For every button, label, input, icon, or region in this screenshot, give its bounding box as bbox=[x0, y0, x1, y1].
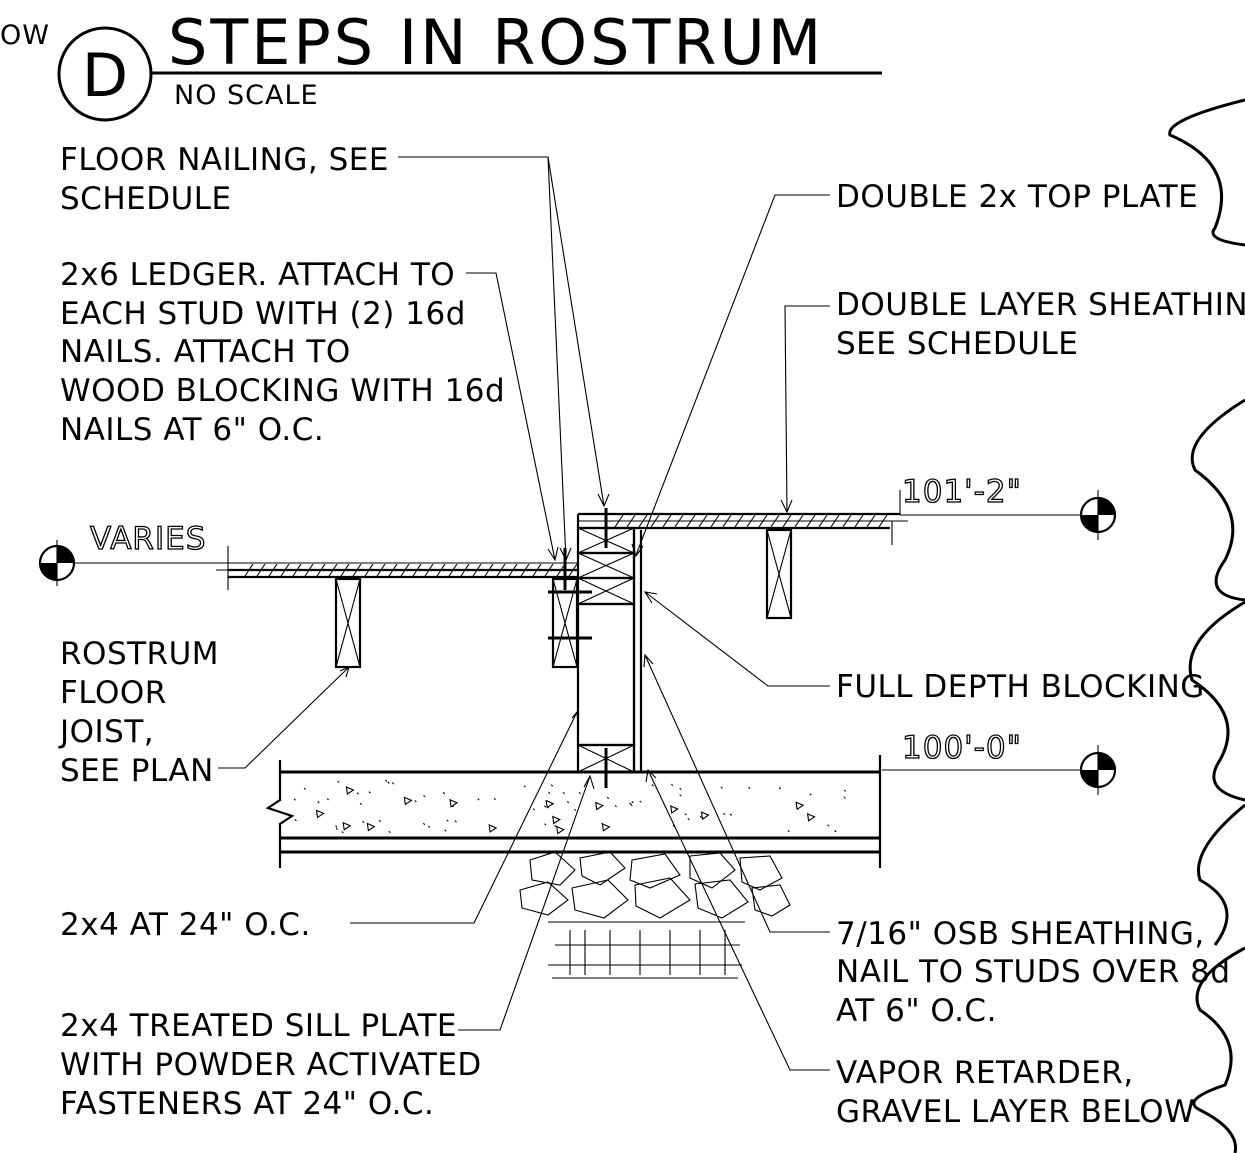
label-top-plate: DOUBLE 2x TOP PLATE bbox=[836, 179, 1198, 215]
svg-text:VAPOR RETARDER,: VAPOR RETARDER, bbox=[836, 1055, 1134, 1091]
upper-floor-sheathing bbox=[576, 512, 908, 545]
detail-marker-letter: D bbox=[82, 41, 128, 111]
svg-text:NAIL TO STUDS OVER 8d: NAIL TO STUDS OVER 8d bbox=[836, 954, 1231, 990]
leader-arrowheads bbox=[339, 493, 793, 790]
label-osb-sheathing: 7/16" OSB SHEATHING, NAIL TO STUDS OVER … bbox=[836, 916, 1231, 1029]
revision-cloud bbox=[1168, 98, 1245, 1153]
wall-stud bbox=[576, 602, 636, 747]
svg-text:2x4 AT 24" O.C.: 2x4 AT 24" O.C. bbox=[60, 907, 311, 943]
svg-text:SEE SCHEDULE: SEE SCHEDULE bbox=[836, 326, 1078, 362]
elevation-marker-varies: VARIES bbox=[38, 520, 555, 586]
elevation-marker-upper: 101'-2" bbox=[899, 473, 1117, 540]
label-sill-plate: 2x4 TREATED SILL PLATE WITH POWDER ACTIV… bbox=[60, 1008, 482, 1122]
label-vapor-retarder: VAPOR RETARDER, GRAVEL LAYER BELOW bbox=[836, 1055, 1195, 1130]
concrete-slab bbox=[265, 755, 882, 868]
svg-text:NAILS AT 6" O.C.: NAILS AT 6" O.C. bbox=[60, 412, 324, 448]
scale-note: NO SCALE bbox=[174, 80, 319, 111]
label-rostrum-joist: ROSTRUM FLOOR JOIST, SEE PLAN bbox=[58, 636, 219, 789]
svg-text:JOIST,: JOIST, bbox=[58, 714, 154, 750]
svg-text:FASTENERS AT 24" O.C.: FASTENERS AT 24" O.C. bbox=[60, 1086, 434, 1122]
svg-text:DOUBLE 2x TOP PLATE: DOUBLE 2x TOP PLATE bbox=[836, 179, 1198, 215]
clipped-edge-text: OW bbox=[0, 20, 50, 51]
label-floor-nailing: FLOOR NAILING, SEE SCHEDULE bbox=[60, 142, 389, 217]
svg-text:AT 6" O.C.: AT 6" O.C. bbox=[836, 993, 997, 1029]
leader-lines bbox=[218, 156, 830, 1071]
svg-text:FULL DEPTH BLOCKING: FULL DEPTH BLOCKING bbox=[836, 669, 1205, 705]
label-full-depth-blocking: FULL DEPTH BLOCKING bbox=[836, 669, 1205, 705]
ledger-2x6 bbox=[548, 548, 592, 669]
osb-wall-sheathing bbox=[632, 530, 643, 772]
svg-text:FLOOR: FLOOR bbox=[60, 675, 167, 711]
svg-text:FLOOR NAILING, SEE: FLOOR NAILING, SEE bbox=[60, 142, 389, 178]
svg-text:2x4 TREATED SILL PLATE: 2x4 TREATED SILL PLATE bbox=[60, 1008, 457, 1044]
compacted-soil bbox=[548, 921, 745, 979]
svg-text:NAILS. ATTACH TO: NAILS. ATTACH TO bbox=[60, 334, 351, 370]
elevation-marker-lower: 100'-0" bbox=[882, 729, 1117, 795]
svg-text:DOUBLE LAYER SHEATHING,: DOUBLE LAYER SHEATHING, bbox=[836, 287, 1245, 323]
svg-text:2x6 LEDGER. ATTACH TO: 2x6 LEDGER. ATTACH TO bbox=[60, 257, 455, 293]
gravel-fill bbox=[519, 851, 791, 919]
upper-floor-joist bbox=[765, 528, 793, 620]
svg-text:SEE PLAN: SEE PLAN bbox=[60, 753, 214, 789]
rostrum-floor-joist bbox=[334, 577, 362, 669]
label-double-sheathing: DOUBLE LAYER SHEATHING, SEE SCHEDULE bbox=[836, 287, 1245, 362]
svg-text:SCHEDULE: SCHEDULE bbox=[60, 181, 232, 217]
svg-text:7/16" OSB SHEATHING,: 7/16" OSB SHEATHING, bbox=[836, 916, 1205, 952]
label-stud: 2x4 AT 24" O.C. bbox=[60, 907, 311, 943]
svg-text:ROSTRUM: ROSTRUM bbox=[60, 636, 219, 672]
svg-text:WITH POWDER ACTIVATED: WITH POWDER ACTIVATED bbox=[60, 1047, 482, 1083]
rostrum-floor-sheathing bbox=[216, 546, 578, 590]
svg-text:EACH STUD WITH (2) 16d: EACH STUD WITH (2) 16d bbox=[60, 296, 466, 332]
svg-text:101'-2": 101'-2" bbox=[902, 474, 1022, 510]
svg-text:VARIES: VARIES bbox=[90, 521, 206, 557]
detail-title: STEPS IN ROSTRUM bbox=[168, 6, 824, 79]
svg-text:100'-0": 100'-0" bbox=[902, 730, 1022, 766]
svg-text:GRAVEL LAYER BELOW: GRAVEL LAYER BELOW bbox=[836, 1094, 1195, 1130]
svg-text:WOOD BLOCKING WITH 16d: WOOD BLOCKING WITH 16d bbox=[60, 373, 505, 409]
label-ledger: 2x6 LEDGER. ATTACH TO EACH STUD WITH (2)… bbox=[60, 257, 505, 448]
